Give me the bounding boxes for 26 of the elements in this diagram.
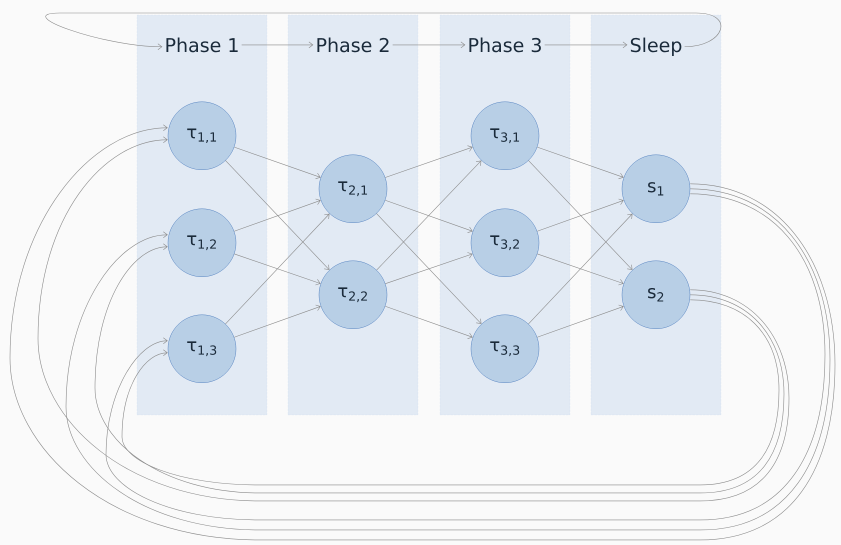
arrow [385,252,473,284]
arrow [536,198,624,232]
arrow [241,42,314,48]
arrow [536,304,624,338]
arrow [392,42,466,48]
arrow [376,213,482,324]
arrow [536,146,624,180]
arrow [234,304,321,338]
arrow [537,254,624,286]
arrow [528,160,632,270]
arrow [225,160,330,270]
arrow [46,12,722,50]
arrow [38,136,790,502]
arrow [234,146,321,180]
arrow [544,42,628,48]
arrow [10,124,836,540]
arrow [385,145,473,178]
arrow [528,214,633,324]
arrow [94,243,784,494]
arrow [376,160,482,270]
arrow [122,299,780,486]
arrow [234,198,321,232]
arrow [384,200,473,233]
arrow [384,306,473,339]
arrow [225,214,330,324]
arrow [234,254,321,286]
